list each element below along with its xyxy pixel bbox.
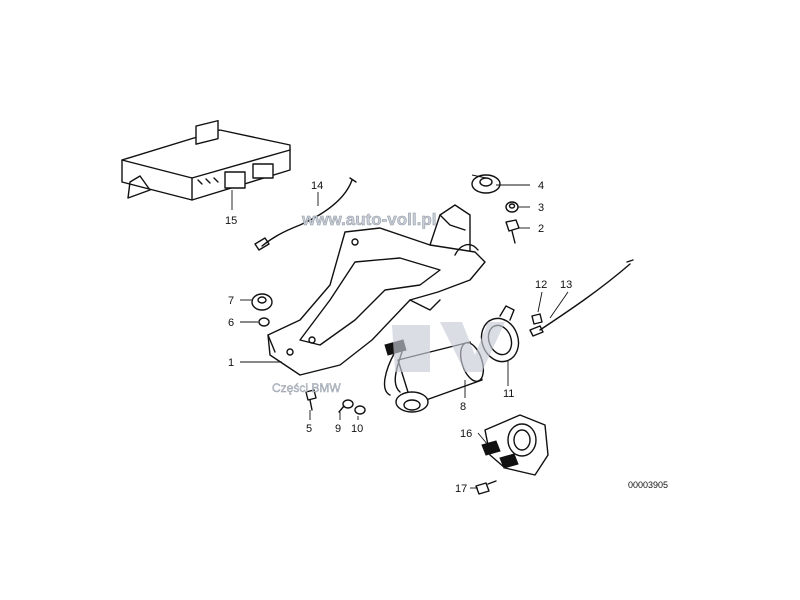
callout-11[interactable]: 11: [503, 388, 514, 400]
screw-right[interactable]: [531, 313, 543, 325]
flexible-shaft-right[interactable]: [529, 259, 634, 337]
steering-column-bracket[interactable]: [267, 204, 486, 376]
callout-15[interactable]: 15: [225, 215, 237, 227]
callout-10[interactable]: 10: [351, 423, 363, 435]
callout-3[interactable]: 3: [538, 202, 544, 214]
callout-5[interactable]: 5: [306, 423, 312, 435]
washer-bottom[interactable]: [354, 405, 366, 415]
callout-9[interactable]: 9: [335, 423, 341, 435]
bolt-bottom[interactable]: [305, 389, 317, 411]
screw-upper[interactable]: [505, 219, 520, 244]
callout-1[interactable]: 1: [228, 357, 234, 369]
callout-16[interactable]: 16: [460, 428, 472, 440]
watermark-parts: Części BMW: [272, 381, 341, 395]
screw-holder[interactable]: [475, 480, 497, 495]
callout-8[interactable]: 8: [460, 401, 466, 413]
callout-6[interactable]: 6: [228, 317, 234, 329]
callouts: 4 3 2 14 15 7 6 1 5 9 10 8 11 12 13 16 1…: [225, 180, 572, 495]
callout-14[interactable]: 14: [311, 180, 323, 192]
motor-holder[interactable]: [481, 414, 549, 476]
drawing-code: 00003905: [628, 480, 668, 490]
control-unit[interactable]: [121, 119, 291, 201]
flexible-shaft-left[interactable]: [254, 177, 357, 251]
callout-12[interactable]: 12: [535, 279, 547, 291]
callout-17[interactable]: 17: [455, 483, 467, 495]
watermark-site: www.auto-voll.pl: [301, 210, 436, 229]
callout-7[interactable]: 7: [228, 295, 234, 307]
bushing[interactable]: [505, 201, 519, 213]
watermark: www.auto-voll.pl Części BMW: [272, 210, 505, 395]
leader-lines: [231, 174, 569, 489]
callout-2[interactable]: 2: [538, 223, 544, 235]
rubber-mount[interactable]: [251, 293, 273, 311]
nut-left[interactable]: [258, 317, 270, 327]
callout-4[interactable]: 4: [538, 180, 544, 192]
callout-13[interactable]: 13: [560, 279, 572, 291]
screw-bottom[interactable]: [338, 399, 354, 413]
